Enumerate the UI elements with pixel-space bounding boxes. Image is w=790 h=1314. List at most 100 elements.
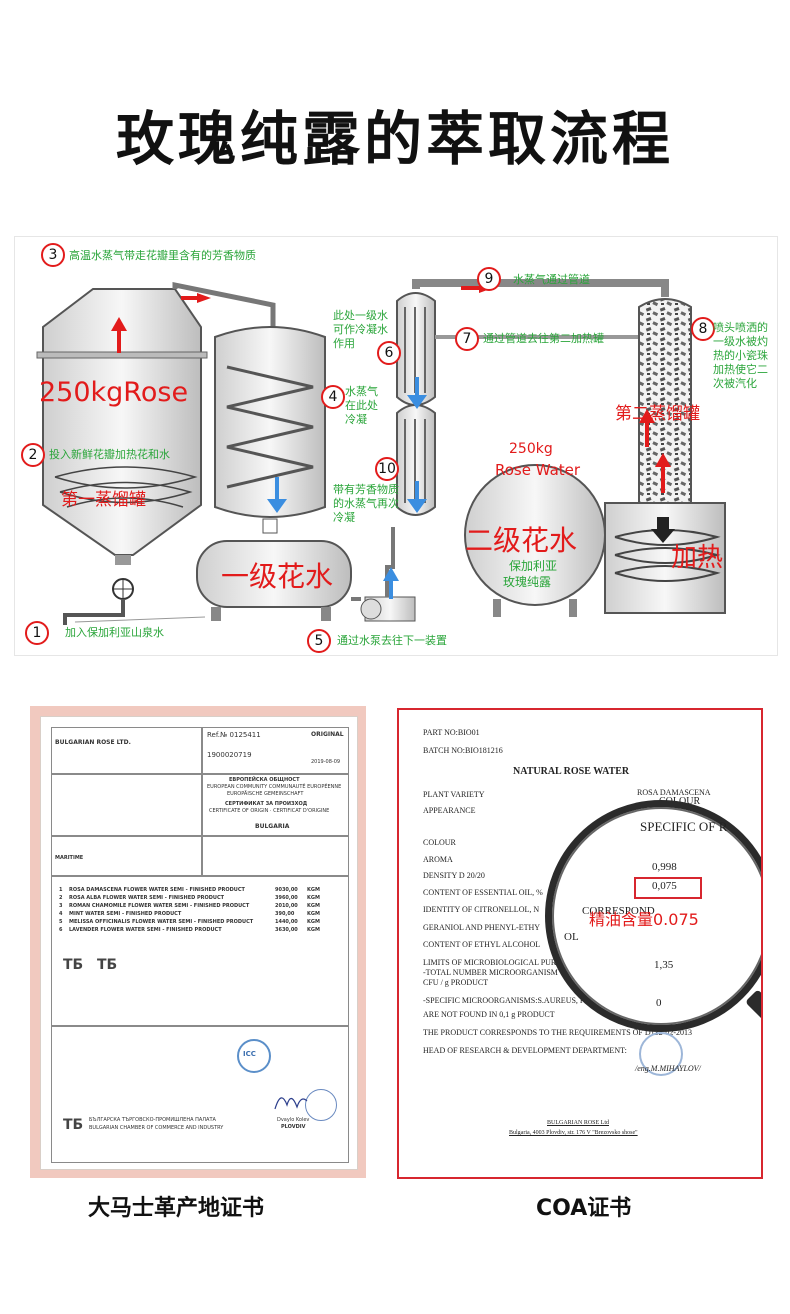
certificate-title-bg: СЕРТИФИКАТ ЗА ПРОИЗХОД bbox=[225, 801, 308, 807]
step-label-3: 高温水蒸气带走花瓣里含有的芳香物质 bbox=[69, 249, 256, 262]
certificate-title-en: CERTIFICATE OF ORIGIN · CERTIFICAT D'ORI… bbox=[209, 808, 330, 814]
item-quantity: 3630,00 bbox=[275, 927, 298, 933]
step-number-9: 9 bbox=[477, 267, 501, 291]
community-bg: ЕВРОПЕЙСКА ОБЩНОСТ bbox=[229, 777, 300, 783]
first-distillation-tank bbox=[36, 288, 208, 625]
step-number-10: 10 bbox=[375, 457, 399, 481]
coa-stamp bbox=[639, 1032, 683, 1076]
coa-aroma-value: 0,998 bbox=[652, 861, 677, 873]
chamber-name-bg: БЪЛГАРСКА ТЪРГОВСКО-ПРОМИШЛЕНА ПАЛАТА bbox=[89, 1117, 216, 1123]
transport-mode: MARITIME bbox=[55, 855, 84, 861]
step-label-5: 通过水泵去往下一装置 bbox=[337, 634, 447, 647]
step-label-4: 水蒸气在此处冷凝 bbox=[345, 385, 378, 426]
item-unit: KGM bbox=[307, 911, 320, 917]
item-description: MINT WATER SEMI - FINISHED PRODUCT bbox=[69, 911, 182, 917]
coa-colour-label: COLOUR bbox=[423, 838, 456, 847]
step-label-7: 通过管道去往第二加热罐 bbox=[483, 332, 604, 345]
coa-signature: /eng.M.MIHAYLOV/ bbox=[635, 1064, 701, 1073]
second-tank-label: 第二蒸馏罐 bbox=[615, 404, 700, 424]
rose-hydrosol-label: 玫瑰纯露 bbox=[503, 575, 552, 589]
coa-density-label: DENSITY D 20/20 bbox=[423, 871, 485, 880]
community-de: EUROPÄISCHE GEMEINSCHAFT bbox=[227, 791, 304, 797]
item-unit: KGM bbox=[307, 903, 320, 909]
bulgaria-label: 保加利亚 bbox=[509, 559, 558, 573]
item-unit: KGM bbox=[307, 919, 320, 925]
extraction-process-diagram: 3 高温水蒸气带走花瓣里含有的芳香物质 2 投入新鲜花瓣加热花和水 1 加入保加… bbox=[14, 236, 778, 656]
page-title: 玫瑰纯露的萃取流程 bbox=[115, 105, 674, 173]
step-number-7: 7 bbox=[455, 327, 479, 351]
item-quantity: 3960,00 bbox=[275, 895, 298, 901]
coa-essential-oil-label: CONTENT OF ESSENTIAL OIL, % bbox=[423, 888, 543, 897]
rose-water-weight: 250kg bbox=[509, 441, 553, 457]
magnifier-lens: SPECIFIC OF R 0,998 0,075 CORRESPOND OL … bbox=[545, 800, 761, 1032]
step-label-10: 带有芳香物质的水蒸气再次冷凝 bbox=[333, 483, 399, 524]
first-water-tank bbox=[196, 540, 352, 621]
process-illustration bbox=[36, 279, 726, 625]
step-number-2: 2 bbox=[21, 443, 45, 467]
density-highlight-box bbox=[634, 877, 702, 899]
step-number-6: 6 bbox=[377, 341, 401, 365]
signer-name: Dvaylo Kolev bbox=[277, 1117, 310, 1123]
coa-requirements: THE PRODUCT CORRESPONDS TO THE REQUIREME… bbox=[423, 1028, 692, 1037]
rose-weight-label: 250kgRose bbox=[39, 377, 189, 408]
coa-part-no: PART NO:BIO01 bbox=[423, 728, 480, 737]
item-number: 6 bbox=[59, 927, 63, 933]
step-label-2: 投入新鲜花瓣加热花和水 bbox=[49, 448, 170, 461]
coa-product-name: NATURAL ROSE WATER bbox=[513, 766, 630, 777]
item-description: ROSA ALBA FLOWER WATER SEMI - FINISHED P… bbox=[69, 895, 225, 901]
coa-company: BULGARIAN ROSE Ltd bbox=[547, 1120, 610, 1126]
step-number-8: 8 bbox=[691, 317, 715, 341]
step-number-4: 4 bbox=[321, 385, 345, 409]
item-unit: KGM bbox=[307, 887, 320, 893]
chamber-logo-3: ТБ bbox=[63, 1117, 84, 1133]
coa-citronellol-label: IDENTITY OF CITRONELLOL, N bbox=[423, 905, 540, 914]
coa-head-label: HEAD OF RESEARCH & DEVELOPMENT DEPARTMEN… bbox=[423, 1046, 627, 1055]
item-quantity: 2010,00 bbox=[275, 903, 298, 909]
chamber-logo-1: ТБ bbox=[63, 957, 84, 973]
item-description: MELISSA OFFICINALIS FLOWER WATER SEMI - … bbox=[69, 919, 254, 925]
second-distillation-tank bbox=[604, 298, 726, 614]
item-quantity: 1440,00 bbox=[275, 919, 298, 925]
step-label-9: 水蒸气通过管道 bbox=[513, 273, 590, 286]
item-unit: KGM bbox=[307, 895, 320, 901]
coa-specific-header: SPECIFIC OF R bbox=[640, 819, 728, 834]
signer-city: PLOVDIV bbox=[281, 1124, 306, 1130]
coa-plant-variety-value: ROSA DAMASCENA bbox=[637, 788, 711, 797]
first-water-label: 一级花水 bbox=[221, 560, 334, 593]
item-number: 1 bbox=[59, 887, 63, 893]
coa-aroma-label: AROMA bbox=[423, 855, 453, 864]
certificate-date: 2019-08-09 bbox=[311, 759, 341, 765]
coa-micro-label-2: -TOTAL NUMBER MICROORGANISM bbox=[423, 968, 558, 977]
coa-geraniol-suffix: OL bbox=[564, 931, 579, 943]
coa-geraniol-label: GERANIOL AND PHENYL-ETHY bbox=[423, 923, 541, 932]
step-number-1: 1 bbox=[25, 621, 49, 645]
coa-density-value: 0,075 bbox=[652, 880, 677, 892]
exporter-name: BULGARIAN ROSE LTD. bbox=[55, 739, 131, 746]
essential-oil-annotation: 精油含量0.075 bbox=[589, 910, 699, 929]
water-pump bbox=[351, 527, 416, 622]
item-number: 5 bbox=[59, 919, 63, 925]
first-condenser bbox=[214, 326, 326, 534]
item-description: LAVENDER FLOWER WATER SEMI - FINISHED PR… bbox=[69, 927, 222, 933]
step-label-8: 喷头喷洒的一级水被灼热的小瓷珠加热使它二次被汽化 bbox=[713, 321, 768, 390]
item-number: 3 bbox=[59, 903, 63, 909]
second-condenser-towers bbox=[396, 292, 436, 516]
item-quantity: 390,00 bbox=[275, 911, 295, 917]
original-mark: ORIGINAL bbox=[311, 731, 344, 738]
coa-micro-label-1: LIMITS OF MICROBIOLOGICAL PUR bbox=[423, 958, 557, 967]
coa-document: PART NO:BIO01 BATCH NO:BIO181216 NATURAL… bbox=[397, 708, 763, 1179]
coa-address: Bulgaria, 4003 Plovdiv, str. 176 V "Brez… bbox=[509, 1130, 638, 1136]
step-label-1: 加入保加利亚山泉水 bbox=[65, 626, 164, 639]
coa-micro-value: 1,35 bbox=[654, 959, 674, 971]
signature-mark bbox=[274, 1097, 308, 1110]
ref-number: Ref.№ 0125411 bbox=[207, 731, 261, 739]
step-number-3: 3 bbox=[41, 243, 65, 267]
second-water-label: 二级花水 bbox=[465, 524, 578, 557]
coa-correspond: CORRESPOND bbox=[582, 905, 655, 917]
country-of-origin: BULGARIA bbox=[255, 823, 290, 830]
magnifier-handle bbox=[745, 989, 761, 1045]
coa-specific-micro-value: 0 bbox=[656, 997, 662, 1009]
certificate-number: 1900020719 bbox=[207, 751, 252, 759]
step-label-6: 此处一级水可作冷凝水作用 bbox=[333, 309, 388, 350]
item-quantity: 9030,00 bbox=[275, 887, 298, 893]
